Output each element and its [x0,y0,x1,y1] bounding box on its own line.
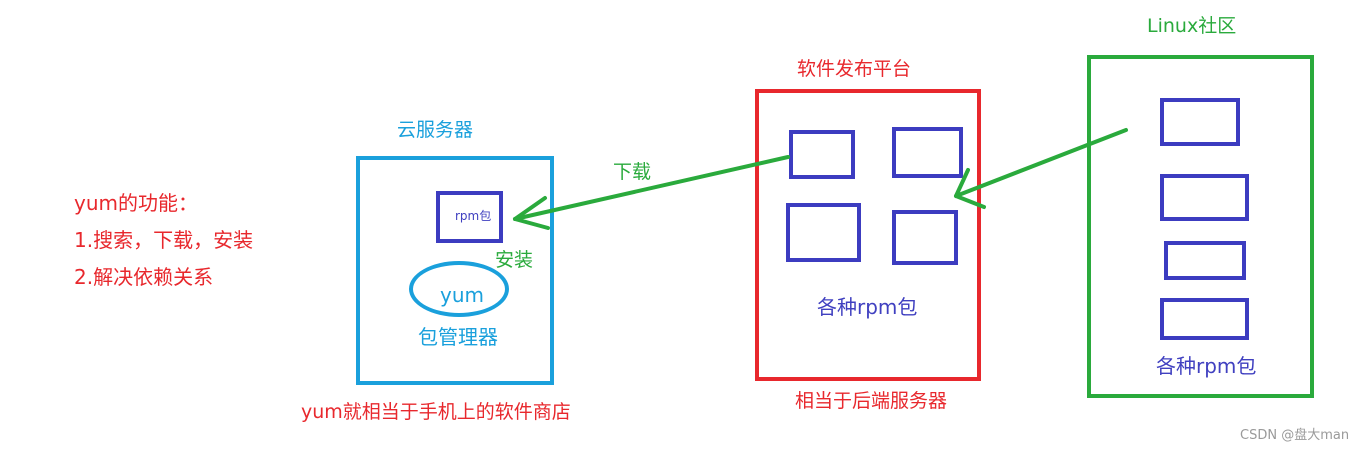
community-box [1087,55,1314,398]
platform-title: 软件发布平台 [797,58,912,80]
cloud-server-title: 云服务器 [397,119,474,141]
publish-arrow [954,128,1128,209]
platform-packages-label: 各种rpm包 [817,295,918,319]
community-package-4 [1160,298,1249,340]
features-item-1: 1.搜索，下载，安装 [74,228,254,252]
yum-ellipse [409,261,509,317]
cloud-server-box [356,156,554,385]
features-title: yum的功能： [74,191,198,215]
features-item-2: 2.解决依赖关系 [74,265,214,289]
download-arrow [513,155,790,230]
install-label: 安装 [495,249,534,271]
platform-package-1 [789,130,855,179]
platform-box [755,89,981,381]
watermark: CSDN @盘大man [1240,428,1350,443]
package-manager-label: 包管理器 [418,325,498,349]
community-package-3 [1164,241,1246,280]
platform-package-3 [786,203,861,262]
platform-caption: 相当于后端服务器 [795,390,948,412]
download-label: 下载 [613,161,652,183]
rpm-package-label: rpm包 [455,209,492,223]
community-title: Linux社区 [1147,15,1237,37]
platform-package-4 [892,210,958,265]
rpm-package-box [436,191,503,243]
community-package-2 [1160,174,1249,221]
cloud-server-caption: yum就相当于手机上的软件商店 [301,401,571,423]
yum-label: yum [440,283,484,307]
platform-package-2 [892,127,963,178]
community-package-1 [1160,98,1240,146]
community-packages-label: 各种rpm包 [1156,354,1257,378]
